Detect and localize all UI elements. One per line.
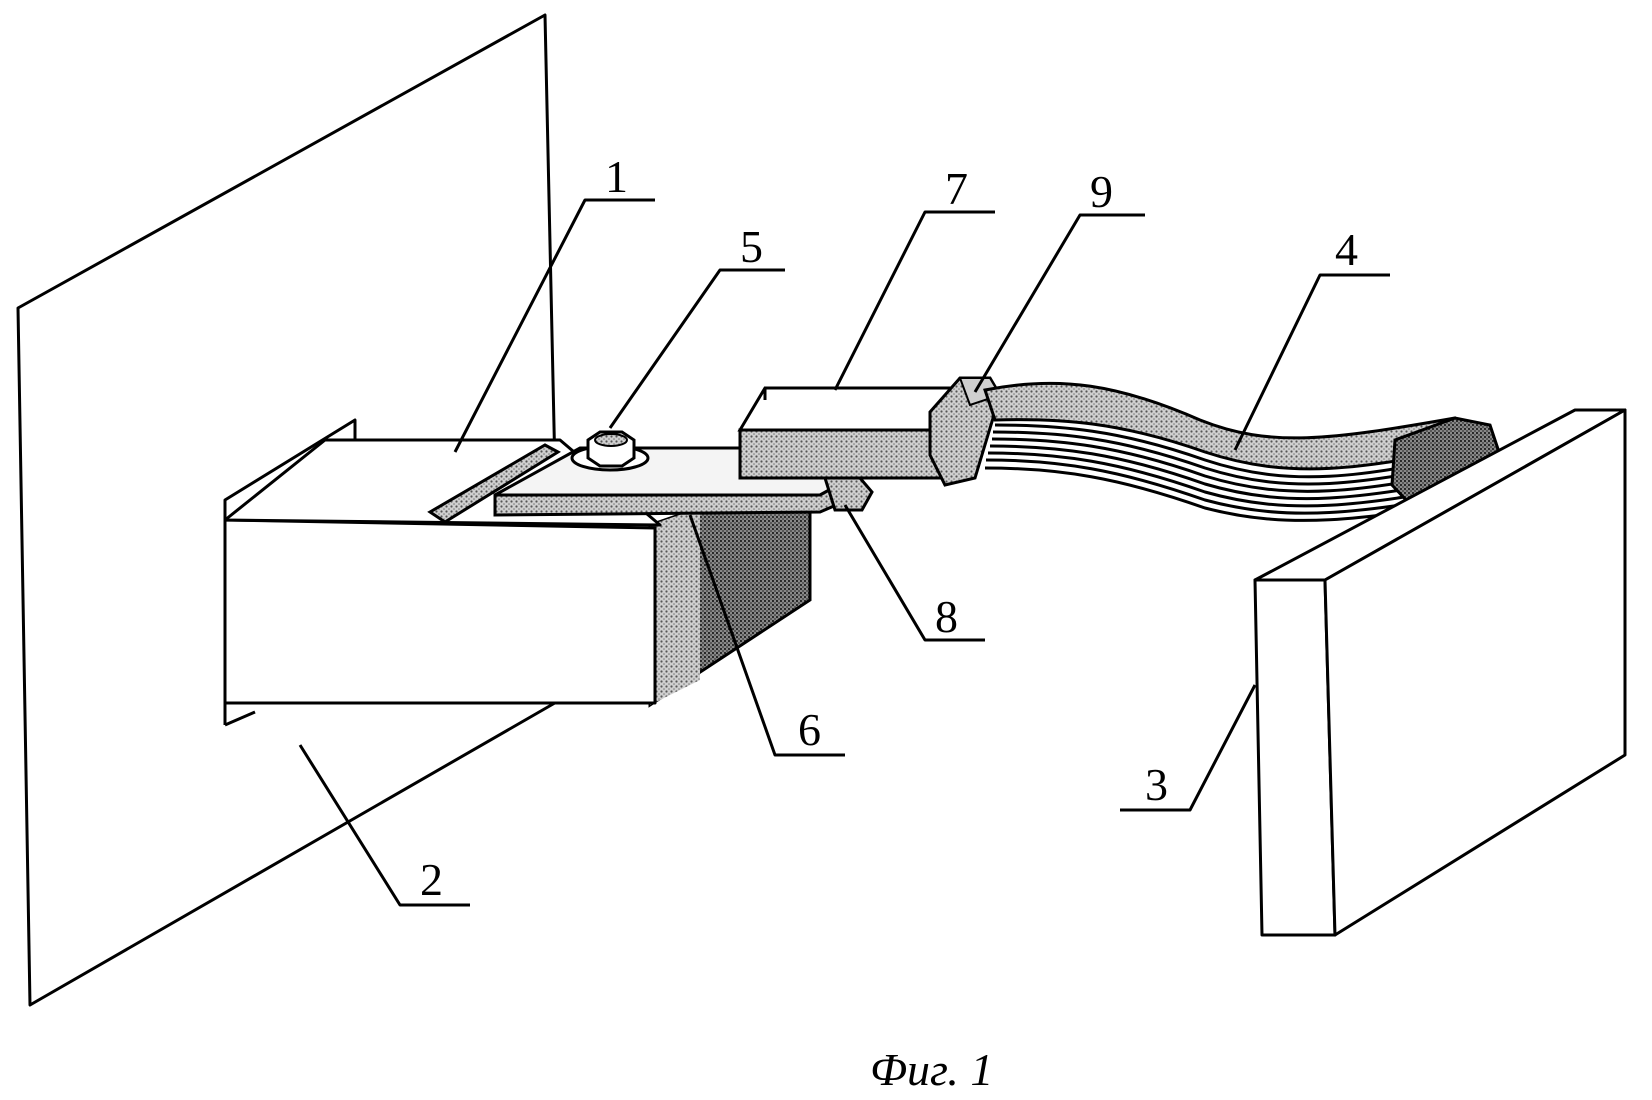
label-5: 5 [740,221,763,272]
terminal-lug [825,478,872,510]
terminal-block-front [1255,580,1335,935]
label-9: 9 [1090,166,1113,217]
leader-7 [835,212,995,390]
label-4: 4 [1335,224,1358,275]
flex-holder-front [740,430,950,478]
label-7: 7 [945,163,968,214]
figure-caption: Фиг. 1 [870,1044,993,1095]
label-2: 2 [420,854,443,905]
bolt-head [595,434,627,446]
bus-block-front-face [225,520,655,703]
label-6: 6 [798,704,821,755]
leader-4 [1235,275,1390,450]
label-8: 8 [935,591,958,642]
leader-9 [975,215,1145,392]
leader-3 [1120,685,1255,810]
leader-8 [845,505,985,640]
label-1: 1 [605,151,628,202]
label-3: 3 [1145,759,1168,810]
bus-block-side-light [650,508,700,705]
